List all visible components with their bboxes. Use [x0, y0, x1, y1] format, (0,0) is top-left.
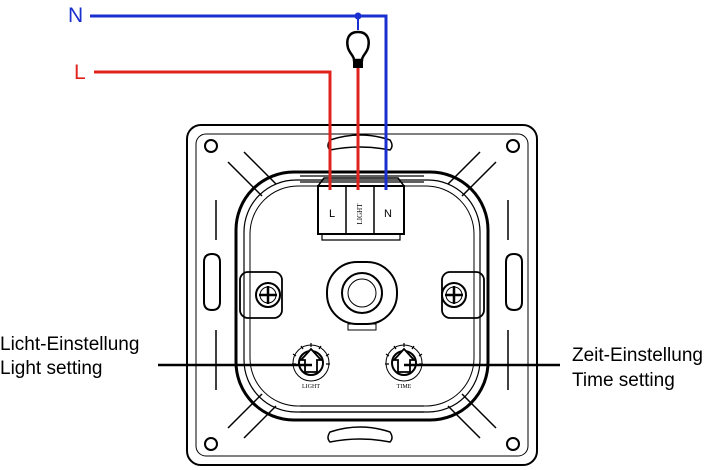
- side-slot-left: [203, 252, 221, 312]
- callout-left-line2: Light setting: [0, 358, 102, 379]
- callout-right-line2: Time setting: [572, 370, 675, 391]
- terminal-label-neutral: N: [384, 208, 392, 220]
- corner-hole-top-left: [204, 139, 218, 153]
- bottom-slot: [327, 426, 393, 443]
- screw-left: [255, 282, 281, 308]
- mounting-frame: [186, 124, 538, 466]
- top-slot: [327, 134, 393, 151]
- corner-hole-top-right: [506, 139, 520, 153]
- callout-right-line1: Zeit-Einstellung: [572, 345, 703, 366]
- neutral-label: N: [68, 4, 83, 27]
- neutral-junction-dot: [354, 12, 362, 20]
- terminal-block: L LIGHT N: [317, 177, 405, 241]
- corner-hole-bottom-left: [204, 437, 218, 451]
- neutral-wire: [90, 14, 388, 190]
- live-label: L: [74, 61, 86, 84]
- corner-hole-bottom-right: [506, 437, 520, 451]
- lug-left: [239, 271, 283, 319]
- lamp-icon: [346, 30, 370, 68]
- terminal-label-light: LIGHT: [356, 203, 364, 225]
- side-slot-right: [505, 252, 523, 312]
- light-dial-label: LIGHT: [302, 384, 320, 390]
- light-dial[interactable]: LIGHT: [292, 343, 330, 390]
- central-sensor: [326, 261, 398, 331]
- screw-right: [441, 282, 467, 308]
- callout-left-line1: Licht-Einstellung: [0, 334, 139, 355]
- live-wire: [94, 70, 332, 190]
- time-dial-label: TIME: [397, 384, 412, 390]
- time-dial[interactable]: TIME: [385, 343, 423, 390]
- terminal-label-live: L: [329, 208, 335, 220]
